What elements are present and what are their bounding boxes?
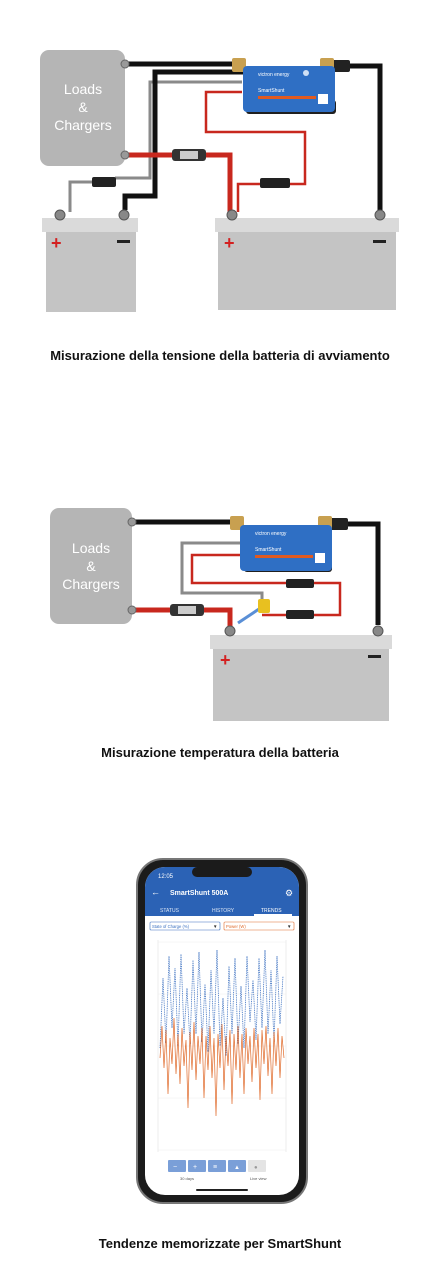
tab-history[interactable]: HISTORY xyxy=(212,908,235,914)
caption-smartshunt-trends: Tendenze memorizzate per SmartShunt xyxy=(98,1236,342,1251)
starter-positive-terminal xyxy=(54,209,66,221)
mark-icon: ▲ xyxy=(234,1165,240,1171)
settings-gear-icon[interactable]: ⚙ xyxy=(285,888,293,898)
sense-fuse xyxy=(92,177,116,187)
house-minus-sign xyxy=(373,240,386,243)
starter-plus-sign: + xyxy=(51,233,62,253)
caption-starter-voltage: Misurazione della tensione della batteri… xyxy=(50,348,390,363)
zoom-out-button[interactable] xyxy=(168,1160,186,1172)
black-wire-start-battery xyxy=(122,69,245,210)
gray-sense-wire xyxy=(115,80,242,180)
battery-plus-sign-2: + xyxy=(220,650,231,670)
ampersand-label: & xyxy=(78,99,88,115)
smartshunt-device-2 xyxy=(240,525,332,571)
select-power[interactable] xyxy=(223,921,295,931)
temperature-sensor xyxy=(258,599,270,613)
live-icon: ● xyxy=(254,1165,258,1171)
zoom-in-icon: + xyxy=(193,1164,197,1171)
ampersand-label-2: & xyxy=(86,558,96,574)
phone-mockup: 12:05 ← SmartShunt 500A ⚙ STATUS HISTORY… xyxy=(136,858,308,1204)
tab-status[interactable]: STATUS xyxy=(160,908,180,914)
chevron-down-icon: ▼ xyxy=(213,924,217,929)
status-time: 12:05 xyxy=(158,874,174,880)
starter-battery-lid xyxy=(42,218,138,232)
select-left-label: State of Charge (%) xyxy=(152,924,190,929)
house-battery-body xyxy=(218,232,396,310)
house-negative-terminal xyxy=(374,209,386,221)
gray-sense-wire-aux xyxy=(68,180,96,212)
shunt-name-label: SmartShunt xyxy=(258,88,285,94)
mark-button[interactable] xyxy=(228,1160,246,1172)
starter-minus-sign xyxy=(117,240,130,243)
menu-button[interactable] xyxy=(208,1160,226,1172)
chargers-label-2: Chargers xyxy=(62,576,120,592)
app-title: SmartShunt 500A xyxy=(170,890,228,897)
shunt-terminal-left xyxy=(232,58,246,72)
footer-left-label: 30 days xyxy=(180,1176,194,1181)
red-sense-wire xyxy=(204,90,307,212)
live-button[interactable] xyxy=(248,1160,266,1172)
starter-battery-body xyxy=(46,232,136,312)
wiring-diagram-starter-voltage: Loads & Chargers victron energy SmartShu… xyxy=(40,50,399,312)
shunt-name-label-2: SmartShunt xyxy=(255,547,282,553)
red-positive-wire xyxy=(125,152,233,212)
battery-body-2 xyxy=(213,649,389,721)
phone-notch xyxy=(192,867,252,877)
chargers-label: Chargers xyxy=(54,117,112,133)
shunt-brand-label: victron energy xyxy=(258,72,290,78)
power-series-line xyxy=(159,1017,285,1117)
select-state-of-charge[interactable] xyxy=(149,921,221,931)
starter-negative-terminal xyxy=(118,209,130,221)
tab-trends[interactable]: TRENDS xyxy=(261,908,282,914)
menu-icon: ≡ xyxy=(213,1164,217,1171)
trend-chart xyxy=(157,940,287,1152)
zoom-out-icon: − xyxy=(173,1164,177,1171)
house-positive-terminal xyxy=(226,209,238,221)
house-battery-lid xyxy=(215,218,399,232)
red-sense-wire-2 xyxy=(190,553,342,617)
loads-chargers-box-2 xyxy=(50,508,132,624)
shunt-brand-label-2: victron energy xyxy=(255,531,287,537)
gray-temp-wire xyxy=(180,541,264,607)
wiring-diagram-temperature: Loads & Chargers victron energy SmartShu… xyxy=(50,508,392,721)
caption-temperature: Misurazione temperatura della batteria xyxy=(101,745,339,760)
footer-right-label: Live view xyxy=(250,1176,267,1181)
battery-minus-sign-2 xyxy=(368,655,381,658)
back-arrow-icon[interactable]: ← xyxy=(151,887,160,897)
home-indicator xyxy=(196,1189,248,1191)
house-plus-sign: + xyxy=(224,233,235,253)
soc-series-line xyxy=(159,949,284,1057)
chevron-down-icon-2: ▼ xyxy=(287,924,291,929)
zoom-in-button[interactable] xyxy=(188,1160,206,1172)
smartshunt-device xyxy=(243,66,335,112)
loads-label: Loads xyxy=(64,81,102,97)
select-right-label: Power (W) xyxy=(226,924,246,929)
loads-chargers-box xyxy=(40,50,125,166)
loads-label-2: Loads xyxy=(72,540,110,556)
battery-lid-2 xyxy=(210,635,392,649)
black-wire-house-negative xyxy=(335,63,383,210)
